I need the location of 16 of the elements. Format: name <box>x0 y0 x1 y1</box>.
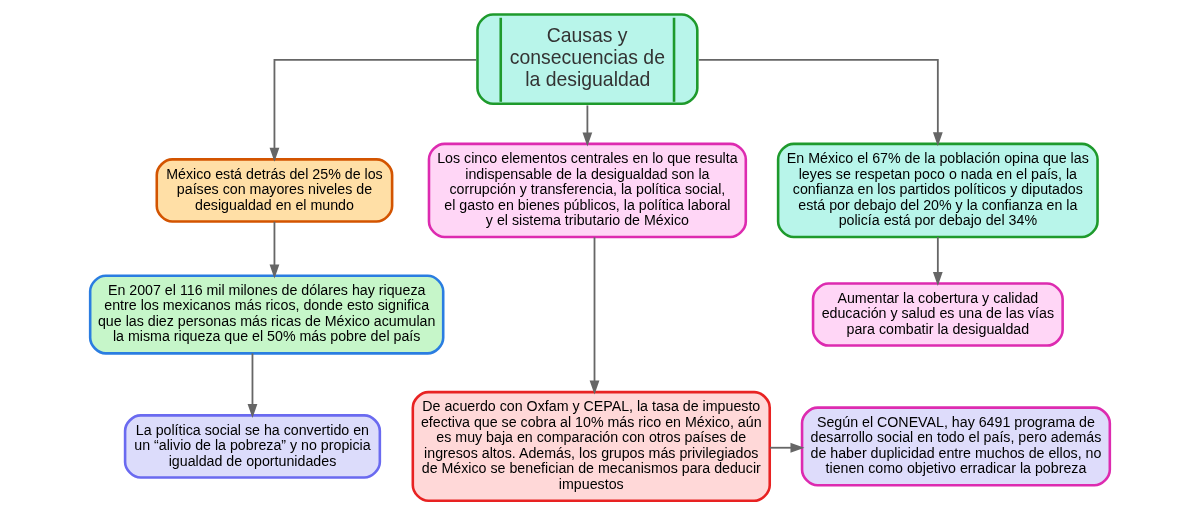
arrow <box>589 236 600 395</box>
arrow <box>932 236 943 286</box>
node-box: México está detrás del 25% de los países con mayores niveles de desigualdad en el mundo <box>155 158 394 223</box>
arrow <box>269 220 280 279</box>
node-box: De acuerdo con Oxfam y CEPAL, la tasa de impuesto efectiva que se cobra al 10% más rico en México, aún es muy baja en comparación con otros países de ingresos altos. Además, los grupos más privilegiados de México se benefician de mecanismos para deducir impuestos <box>411 390 772 503</box>
node-box: Según el CONEVAL, hay 6491 programa de desarrollo social en todo el país, pero además de haber duplicidad entre muchos de ellos, no tienen como objetivo erradicar la pobreza <box>800 406 1112 487</box>
arrow <box>247 352 258 419</box>
node-box: Los cinco elementos centrales en lo que resulta indispensable de la desigualdad son la corrupción y transferencia, la política social, el gasto en bienes públicos, la política laboral y el sistema tributario de México <box>427 142 748 239</box>
node-box: La política social se ha convertido en un “alivio de la pobreza” y no propicia igualdad de oportunidades <box>123 414 382 479</box>
arrow <box>582 104 593 147</box>
arrow <box>768 442 805 453</box>
node-box: En 2007 el 116 mil milones de dólares hay riqueza entre los mexicanos más ricos, donde esto significa que las diez personas más ricas de México acumulan la misma riqueza que el 50% más pobre del país <box>88 274 445 355</box>
arrow <box>697 58 943 147</box>
node-box: En México el 67% de la población opina que las leyes se respetan poco o nada en el país, la confianza en los partidos políticos y diputados está por debajo del 20% y la confianza en la policía está por debajo del 34% <box>776 142 1099 239</box>
node-box: Aumentar la cobertura y calidad educación y salud es una de las vías para combatir la desigualdad <box>811 282 1064 347</box>
arrow <box>269 58 478 162</box>
